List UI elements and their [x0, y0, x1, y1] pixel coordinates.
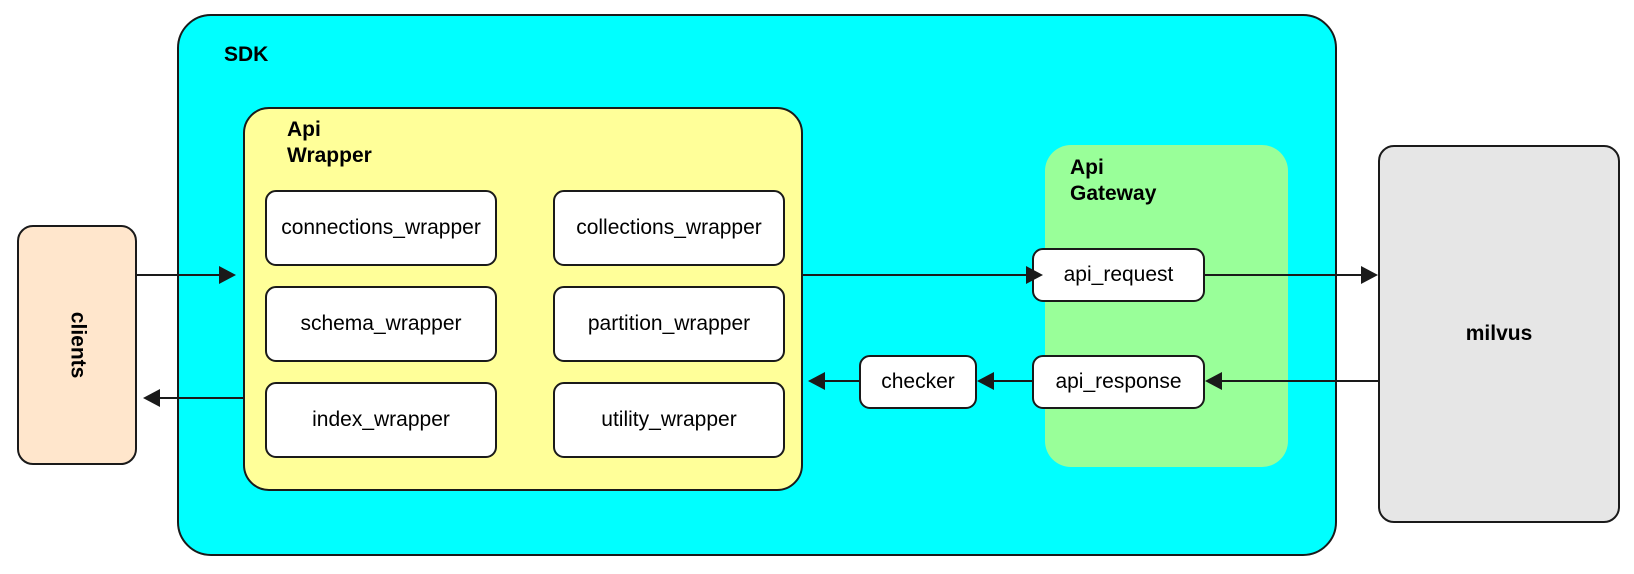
node-api-request[interactable]: api_request — [1032, 248, 1205, 302]
node-utility-wrapper[interactable]: utility_wrapper — [553, 382, 785, 458]
node-api-response[interactable]: api_response — [1032, 355, 1205, 409]
node-schema-wrapper[interactable]: schema_wrapper — [265, 286, 497, 362]
node-clients-label: clients — [66, 311, 90, 379]
panel-api-gateway-title: Api Gateway — [1070, 156, 1157, 206]
container-sdk-title: SDK — [224, 43, 269, 66]
node-milvus-label: milvus — [1465, 321, 1533, 345]
node-checker[interactable]: checker — [859, 355, 977, 409]
panel-api-gateway[interactable]: Api Gateway — [1045, 145, 1288, 467]
panel-api-wrapper-title: Api Wrapper — [287, 118, 372, 168]
node-clients[interactable]: clients — [17, 225, 137, 465]
node-collections-wrapper[interactable]: collections_wrapper — [553, 190, 785, 266]
node-index-wrapper[interactable]: index_wrapper — [265, 382, 497, 458]
node-partition-wrapper[interactable]: partition_wrapper — [553, 286, 785, 362]
node-connections-wrapper[interactable]: connections_wrapper — [265, 190, 497, 266]
node-milvus[interactable]: milvus — [1378, 145, 1620, 523]
